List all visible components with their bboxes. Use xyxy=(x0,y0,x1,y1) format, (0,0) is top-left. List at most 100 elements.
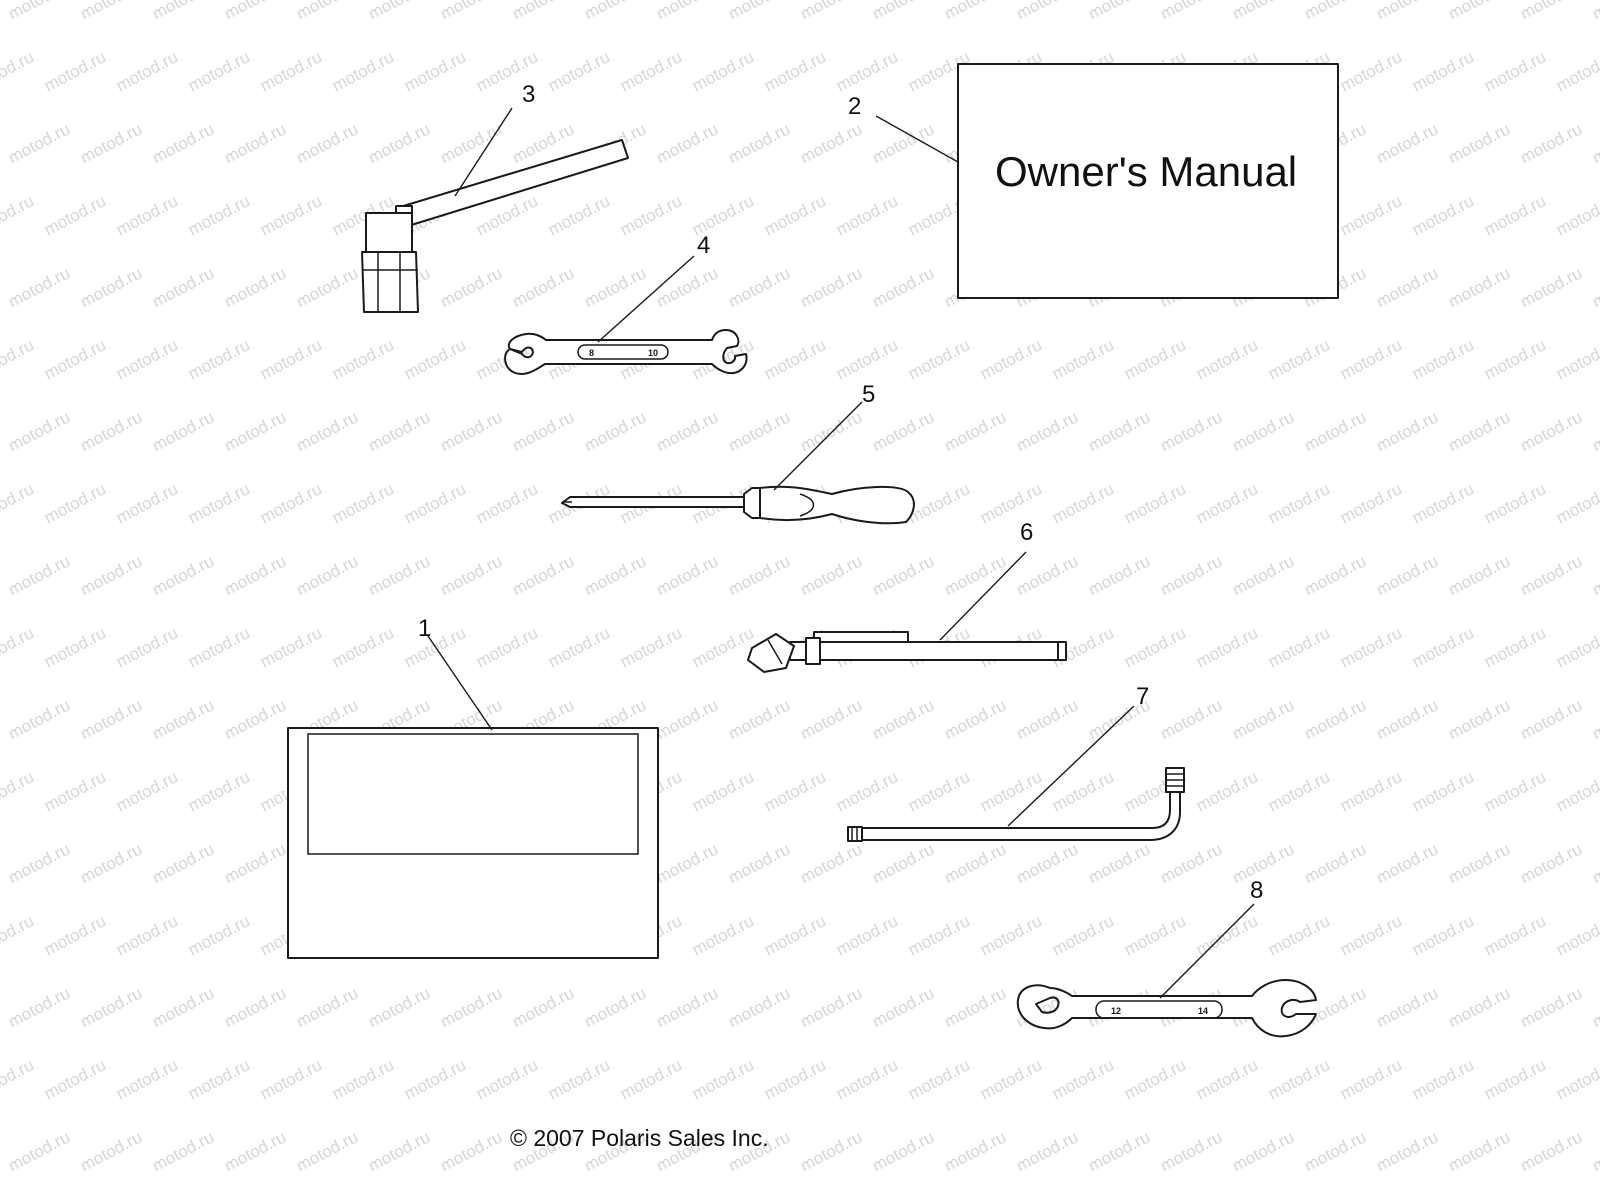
watermark-text: motod.ru xyxy=(833,335,901,383)
watermark-text: motod.ru xyxy=(0,911,37,959)
watermark-text: motod.ru xyxy=(473,1055,541,1103)
watermark-text: motod.ru xyxy=(509,407,577,455)
watermark-text: motod.ru xyxy=(1517,551,1585,599)
watermark-text: motod.ru xyxy=(581,983,649,1031)
watermark-text: motod.ru xyxy=(653,263,721,311)
watermark-text: motod.ru xyxy=(113,623,181,671)
watermark-text: motod.ru xyxy=(1229,551,1297,599)
watermark-text: motod.ru xyxy=(77,1127,145,1175)
watermark-text: motod.ru xyxy=(1049,335,1117,383)
watermark-text: motod.ru xyxy=(653,551,721,599)
watermark-text: motod.ru xyxy=(1589,551,1600,599)
watermark-text: motod.ru xyxy=(869,263,937,311)
watermark-text: motod.ru xyxy=(725,695,793,743)
watermark-text: motod.ru xyxy=(1445,263,1513,311)
watermark-text: motod.ru xyxy=(1085,839,1153,887)
watermark-text: motod.ru xyxy=(653,0,721,24)
watermark-text: motod.ru xyxy=(0,47,37,95)
watermark-text: motod.ru xyxy=(725,407,793,455)
watermark-text: motod.ru xyxy=(149,263,217,311)
leader-2 xyxy=(875,115,959,163)
watermark-text: motod.ru xyxy=(1409,191,1477,239)
watermark-text: motod.ru xyxy=(1517,119,1585,167)
watermark-text: motod.ru xyxy=(1589,983,1600,1031)
leader-1 xyxy=(427,635,493,731)
watermark-text: motod.ru xyxy=(905,911,973,959)
watermark-text: motod.ru xyxy=(41,47,109,95)
watermark-text: motod.ru xyxy=(509,0,577,24)
watermark-text: motod.ru xyxy=(797,695,865,743)
watermark-text: motod.ru xyxy=(1301,0,1369,24)
watermark-text: motod.ru xyxy=(221,263,289,311)
watermark-text: motod.ru xyxy=(581,407,649,455)
watermark-text: motod.ru xyxy=(1373,695,1441,743)
watermark-text: motod.ru xyxy=(1265,911,1333,959)
part-8-open-end-wrench: 12 14 xyxy=(1016,979,1317,1038)
watermark-text: motod.ru xyxy=(797,407,865,455)
watermark-text: motod.ru xyxy=(905,479,973,527)
watermark-text: motod.ru xyxy=(437,263,505,311)
wrench-4-size-a: 8 xyxy=(589,348,594,358)
watermark-text: motod.ru xyxy=(257,335,325,383)
watermark-text: motod.ru xyxy=(149,839,217,887)
watermark-text: motod.ru xyxy=(1373,0,1441,24)
watermark-text: motod.ru xyxy=(689,623,757,671)
watermark-text: motod.ru xyxy=(1373,983,1441,1031)
watermark-text: motod.ru xyxy=(905,335,973,383)
watermark-text: motod.ru xyxy=(977,767,1045,815)
copyright-notice: © 2007 Polaris Sales Inc. xyxy=(510,1125,769,1151)
watermark-text: motod.ru xyxy=(113,335,181,383)
watermark-text: motod.ru xyxy=(1337,335,1405,383)
watermark-text: motod.ru xyxy=(1013,839,1081,887)
watermark-text: motod.ru xyxy=(77,551,145,599)
watermark-text: motod.ru xyxy=(1553,479,1600,527)
watermark-text: motod.ru xyxy=(437,407,505,455)
watermark-text: motod.ru xyxy=(473,623,541,671)
watermark-text: motod.ru xyxy=(1157,407,1225,455)
watermark-text: motod.ru xyxy=(1481,335,1549,383)
part-7-l-wrench xyxy=(847,767,1185,842)
watermark-text: motod.ru xyxy=(833,911,901,959)
watermark-text: motod.ru xyxy=(0,1055,37,1103)
watermark-text: motod.ru xyxy=(1517,839,1585,887)
watermark-text: motod.ru xyxy=(1157,1127,1225,1175)
watermark-text: motod.ru xyxy=(1193,1055,1261,1103)
watermark-text: motod.ru xyxy=(1553,911,1600,959)
watermark-text: motod.ru xyxy=(1481,767,1549,815)
watermark-text: motod.ru xyxy=(77,839,145,887)
watermark-text: motod.ru xyxy=(0,0,1,24)
watermark-text: motod.ru xyxy=(1229,0,1297,24)
watermark-text: motod.ru xyxy=(365,983,433,1031)
leader-8 xyxy=(1159,903,1255,999)
watermark-text: motod.ru xyxy=(1337,47,1405,95)
watermark-text: motod.ru xyxy=(0,119,1,167)
watermark-text: motod.ru xyxy=(941,983,1009,1031)
callout-8: 8 xyxy=(1250,877,1263,904)
watermark-text: motod.ru xyxy=(0,335,37,383)
watermark-text: motod.ru xyxy=(1301,695,1369,743)
part-5-screwdriver xyxy=(561,485,915,525)
watermark-text: motod.ru xyxy=(977,1055,1045,1103)
watermark-text: motod.ru xyxy=(437,551,505,599)
watermark-text: motod.ru xyxy=(221,119,289,167)
watermark-text: motod.ru xyxy=(185,1055,253,1103)
watermark-text: motod.ru xyxy=(1337,191,1405,239)
watermark-text: motod.ru xyxy=(869,119,937,167)
watermark-text: motod.ru xyxy=(1301,1127,1369,1175)
watermark-text: motod.ru xyxy=(5,1127,73,1175)
watermark-text: motod.ru xyxy=(833,767,901,815)
watermark-text: motod.ru xyxy=(113,1055,181,1103)
watermark-text: motod.ru xyxy=(149,119,217,167)
watermark-text: motod.ru xyxy=(1049,479,1117,527)
watermark-text: motod.ru xyxy=(1589,839,1600,887)
watermark-text: motod.ru xyxy=(869,551,937,599)
watermark-text: motod.ru xyxy=(869,695,937,743)
watermark-text: motod.ru xyxy=(869,1127,937,1175)
watermark-text: motod.ru xyxy=(977,911,1045,959)
watermark-text: motod.ru xyxy=(1589,1127,1600,1175)
watermark-text: motod.ru xyxy=(1085,1127,1153,1175)
watermark-text: motod.ru xyxy=(1013,0,1081,24)
watermark-text: motod.ru xyxy=(1373,263,1441,311)
watermark-text: motod.ru xyxy=(905,1055,973,1103)
watermark-text: motod.ru xyxy=(329,479,397,527)
